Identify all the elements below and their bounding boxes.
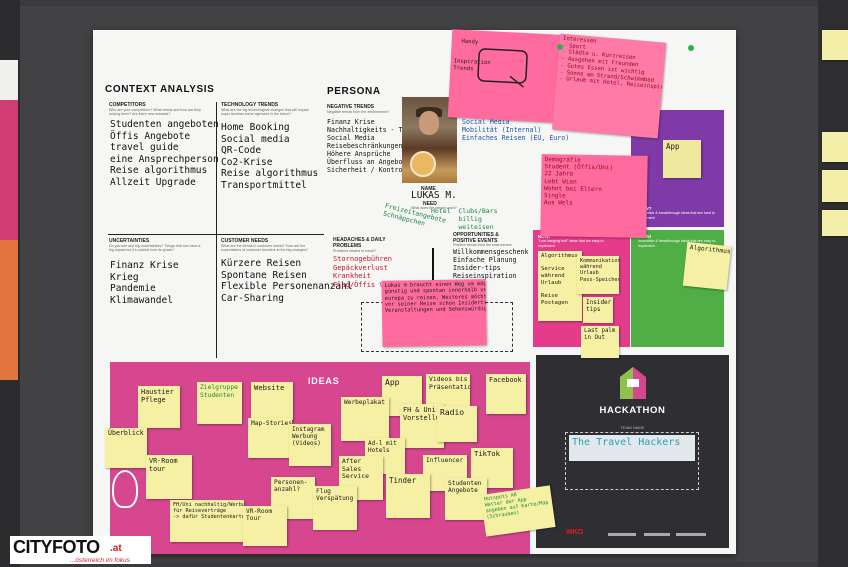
sticky-werbeplakat[interactable]: Werbeplakat (341, 397, 389, 441)
negative-trends-subtext: Negative trends from the environment? (327, 110, 390, 114)
sticky-radio[interactable]: Radio (437, 406, 477, 442)
sticky-map-stories[interactable]: Map-Stories (248, 418, 292, 458)
phone-sketch-icon (477, 48, 528, 88)
persona-need-label: NEED (423, 201, 437, 207)
sticky-vr-room-tour[interactable]: VR-Room Tour (243, 506, 287, 546)
wko-logo: WKO (566, 529, 584, 536)
sticky-algorithmus-service[interactable]: Algorithmus Service während Urlaub Reise… (538, 251, 582, 321)
tech-trends-label: TECHNOLOGY TRENDS (221, 102, 279, 108)
customer-needs-label: CUSTOMER NEEDS (221, 238, 269, 244)
persona-need-subtext: What does the person want? (411, 206, 457, 210)
edge-sticky-note (822, 210, 848, 236)
customer-needs-notes: Kürzere Reisen Spontane Reisen Flexible … (221, 258, 353, 304)
hackathon-title: HACKATHON (599, 405, 666, 416)
sticky-vr-room[interactable]: VR-Room tour (146, 455, 192, 499)
hackathon-logo-icon (620, 367, 646, 399)
sticky-zielgruppe[interactable]: Zielgruppe Studenten (197, 382, 242, 424)
customer-needs-subtext: What are the trends in customer needs? H… (221, 244, 308, 253)
sticky-flug-verspaetung[interactable]: Flug Verspätung (313, 486, 357, 530)
left-poster-strip (0, 240, 18, 380)
cityfoto-watermark: CITYFOTO .at ...österreich im fokus (10, 536, 151, 564)
persona-name-label: NAME (421, 186, 436, 192)
negative-trends-label: NEGATIVE TRENDS (327, 104, 375, 110)
edge-sticky-note (822, 132, 848, 162)
problem-statement-note[interactable]: Lukas m braucht einen Weg um möglichst g… (381, 279, 487, 347)
sticky-fh-uni[interactable]: FH & Uni Vorstellung (400, 404, 444, 448)
sponsor-logo (608, 533, 636, 536)
sponsor-logo (676, 533, 706, 536)
team-name-note (569, 435, 695, 461)
sticky-website[interactable]: Website (251, 382, 293, 420)
now-label: NOW! (538, 234, 551, 239)
team-name: The Travel Hackers (572, 437, 681, 448)
photo-face (419, 111, 439, 135)
sticky-demografie[interactable]: Demografie Student (Öffis/Uni) 22 Jahre … (540, 154, 648, 238)
persona-name: LUKAS M. (411, 190, 457, 201)
sticky-insider-tips[interactable]: Insider tips (583, 297, 613, 323)
sticky-ueberblick[interactable]: Überblick (105, 428, 147, 468)
lightbulb-icon (112, 470, 138, 508)
sticky-studenten-angebote[interactable]: Studenten Angebote (445, 478, 487, 520)
left-board-edge (0, 0, 20, 567)
opportunities-label: OPPORTUNITIES & POSITIVE EVENTS (453, 232, 499, 244)
sticky-kommunikation[interactable]: Kommunikation während Urlaub Pass-Speich… (577, 256, 619, 294)
sticky-last-palm[interactable]: Last palm in Out (581, 326, 619, 358)
ideas-title: IDEAS (308, 376, 340, 386)
competitors-notes: Studenten angeboten Öffis Angebote trave… (110, 119, 219, 188)
left-poster-strip (0, 100, 18, 240)
how-subtext: Innovative & breakthrough ideas that are… (638, 211, 715, 219)
persona-title: PERSONA (327, 86, 381, 97)
edge-sticky-note (822, 30, 848, 60)
now-panel-text: NOW!"Low-hanging fruit" ideas that are e… (538, 234, 618, 248)
left-poster-strip (0, 60, 18, 100)
hackathon-panel: HACKATHON TEAM NAME The Travel Hackers W… (536, 355, 729, 548)
sticky-videos[interactable]: Videos bis Präsentation (426, 374, 470, 408)
sponsor-logo (644, 533, 670, 536)
watermark-brand: CITYFOTO (13, 537, 100, 557)
sticky-haustier-pflege[interactable]: Haustier Pflege (138, 386, 180, 428)
context-analysis-title: CONTEXT ANALYSIS (105, 84, 215, 95)
tech-trends-notes: Home Booking Social media QR-Code Co2-Kr… (221, 122, 319, 191)
opportunities-subtext: Positive trends from the environment (453, 243, 512, 247)
sticky-interessen[interactable]: Interessen - Sport - Städte u. Kurzreise… (552, 33, 666, 139)
competitors-label: COMPETITORS (109, 102, 146, 108)
opportunities-notes: Willkommensgeschenk Einfache Planung Ins… (453, 248, 529, 281)
uncertainties-label: UNCERTAINTIES (109, 238, 150, 244)
sticky-app-how[interactable]: App (663, 140, 701, 178)
team-name-frame (565, 432, 699, 490)
tech-trends-subtext: What are the big technological changes t… (221, 108, 309, 117)
watermark-tld: .at (110, 543, 122, 554)
sticky-handy-sketch[interactable]: Handy Inspiration Trends (447, 29, 561, 123)
watermark-tagline: ...österreich im fokus (70, 557, 130, 564)
headaches-label: HEADACHES & DAILY PROBLEMS (333, 237, 386, 249)
wow-subtext: Innovative & breakthrough ideas that are… (638, 239, 716, 248)
how-panel-text: HOW?Innovative & breakthrough ideas that… (638, 206, 718, 220)
persona-blue-notes: Social Media Mobilität (Internal) Einfac… (462, 118, 570, 143)
sticky-tinder[interactable]: Tinder (386, 474, 430, 518)
sticky-facebook[interactable]: Facebook (486, 374, 526, 414)
green-pin (557, 44, 563, 50)
team-name-label: TEAM NAME (620, 425, 645, 430)
now-subtext: "Low-hanging fruit" ideas that are easy … (538, 239, 604, 248)
context-divider-v (216, 102, 217, 358)
uncertainties-notes: Finanz Krise Krieg Pandemie Klimawandel (110, 260, 179, 306)
sponsor-logos: WKO (566, 527, 706, 541)
headaches-subtext: Problems related to travel? (333, 249, 376, 253)
competitors-subtext: Who are your competitors? What needs and… (109, 108, 201, 117)
uncertainties-subtext: Do you see any big uncertainties? Things… (109, 244, 201, 253)
sticky-fh-uni-werbung[interactable]: FH/Uni nachhaltig/Werbung für Reisevertr… (170, 500, 244, 542)
photo-beer-mug (410, 151, 436, 177)
context-divider-h (108, 234, 324, 235)
edge-sticky-note (822, 170, 848, 202)
persona-need-green-notes: Hotel Clubs/Bars billig weiteisen (431, 207, 498, 231)
right-board-edge (818, 0, 848, 567)
green-pin (688, 45, 694, 51)
sticky-algorithmus-wow[interactable]: Algorithmus (682, 241, 732, 291)
persona-arrow (432, 248, 434, 284)
sticky-instagram[interactable]: Instagram Werbung (Videos) (289, 424, 331, 466)
